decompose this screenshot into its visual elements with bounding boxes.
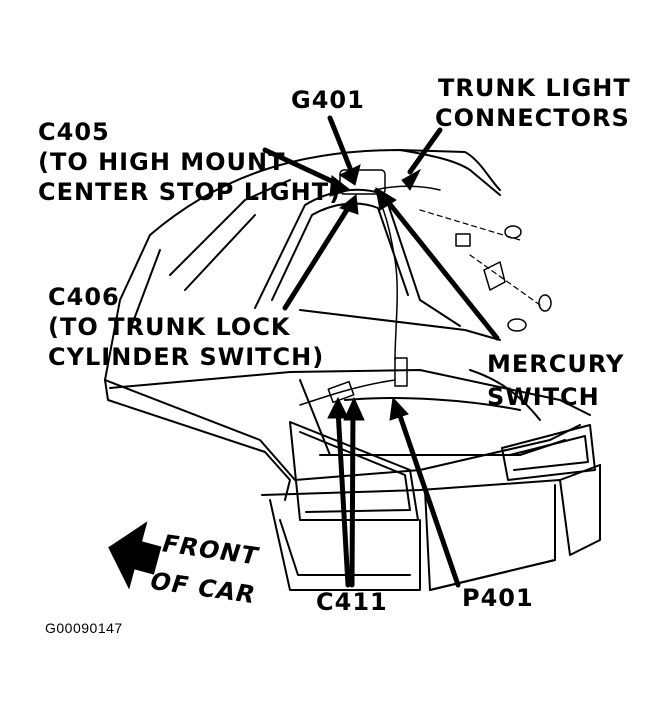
trunk-inner-right bbox=[469, 369, 541, 421]
connector-p401-body bbox=[394, 357, 408, 387]
arrow-c411-shaft-2 bbox=[349, 407, 356, 588]
trunk-lid-inner-right bbox=[419, 299, 461, 327]
tail-light-left-box bbox=[289, 421, 419, 521]
roof-edge-right bbox=[399, 149, 501, 196]
tail-light-right-box bbox=[501, 424, 596, 481]
clip bbox=[455, 233, 471, 247]
arrow-p401-shaft bbox=[395, 407, 461, 588]
grommet bbox=[504, 225, 522, 239]
rear-panel-left-edge bbox=[104, 379, 266, 453]
license-recess bbox=[424, 484, 556, 591]
c-pillar-left-2 bbox=[184, 214, 256, 291]
figure-id: G00090147 bbox=[45, 620, 123, 636]
dash-line-2 bbox=[469, 254, 541, 306]
bumper-right bbox=[559, 464, 601, 556]
bumper-top bbox=[261, 464, 601, 496]
arrow-c405-head bbox=[329, 175, 352, 197]
mercury-switch-body bbox=[507, 318, 527, 332]
trunk-inner-wall bbox=[344, 397, 521, 411]
tail-light-right-inner bbox=[509, 435, 589, 471]
label-c405-line3: CENTER STOP LIGHT) bbox=[38, 178, 342, 206]
c-pillar-left bbox=[169, 179, 291, 276]
arrow-c411-shaft-1 bbox=[335, 407, 351, 588]
arrow-mercury-head bbox=[375, 187, 397, 211]
label-c406-line3: CYLINDER SWITCH) bbox=[48, 343, 325, 371]
label-trunk-light-line2: CONNECTORS bbox=[435, 104, 630, 132]
label-c405-line1: C405 bbox=[38, 118, 110, 146]
label-trunk-light-line1: TRUNK LIGHT bbox=[438, 74, 631, 102]
label-p401: P401 bbox=[462, 584, 534, 612]
trunk-floor-rear bbox=[319, 439, 566, 456]
wire-harness-lower bbox=[299, 379, 396, 406]
arrow-g401-head bbox=[339, 164, 361, 186]
arrow-c411-head-1 bbox=[327, 396, 349, 419]
trunk-floor-left bbox=[299, 379, 331, 456]
arrow-c411-head-2 bbox=[343, 396, 365, 421]
body-side-left bbox=[104, 234, 151, 381]
bumper-left bbox=[269, 499, 421, 591]
arrow-c405-shaft bbox=[262, 147, 343, 188]
arrow-c406-shaft bbox=[282, 202, 353, 311]
dash-line-1 bbox=[419, 209, 521, 241]
bumper-left-inner bbox=[279, 519, 411, 576]
arrow-mercury-shaft bbox=[382, 195, 500, 341]
label-g401: G401 bbox=[291, 86, 365, 114]
mercury-switch-bracket bbox=[483, 261, 506, 291]
roof-outline bbox=[149, 149, 501, 236]
label-mercury-line1: MERCURY bbox=[487, 350, 625, 378]
mercury-switch-bolt bbox=[538, 294, 552, 312]
body-side-left-2 bbox=[129, 249, 161, 331]
label-c406-line1: C406 bbox=[48, 283, 120, 311]
arrow-trunk-light-shaft bbox=[407, 127, 443, 175]
trunk-opening bbox=[109, 369, 591, 416]
arrow-c406-head bbox=[338, 194, 359, 215]
front-arrow-icon bbox=[108, 521, 162, 590]
rear-panel-top bbox=[104, 379, 581, 481]
wire-harness-main bbox=[374, 189, 398, 361]
arrow-trunk-light-head bbox=[401, 168, 422, 191]
arrow-g401-shaft bbox=[327, 115, 353, 171]
label-c411: C411 bbox=[316, 588, 388, 616]
arrow-p401-head bbox=[389, 396, 409, 421]
label-c406-line2: (TO TRUNK LOCK bbox=[48, 313, 291, 341]
connector-c411-body bbox=[327, 380, 355, 404]
label-mercury-line2: SWITCH bbox=[487, 383, 600, 411]
label-c405-line2: (TO HIGH MOUNT bbox=[38, 148, 286, 176]
bumper-bottom bbox=[429, 559, 556, 591]
trunk-lid-upper bbox=[299, 309, 501, 341]
